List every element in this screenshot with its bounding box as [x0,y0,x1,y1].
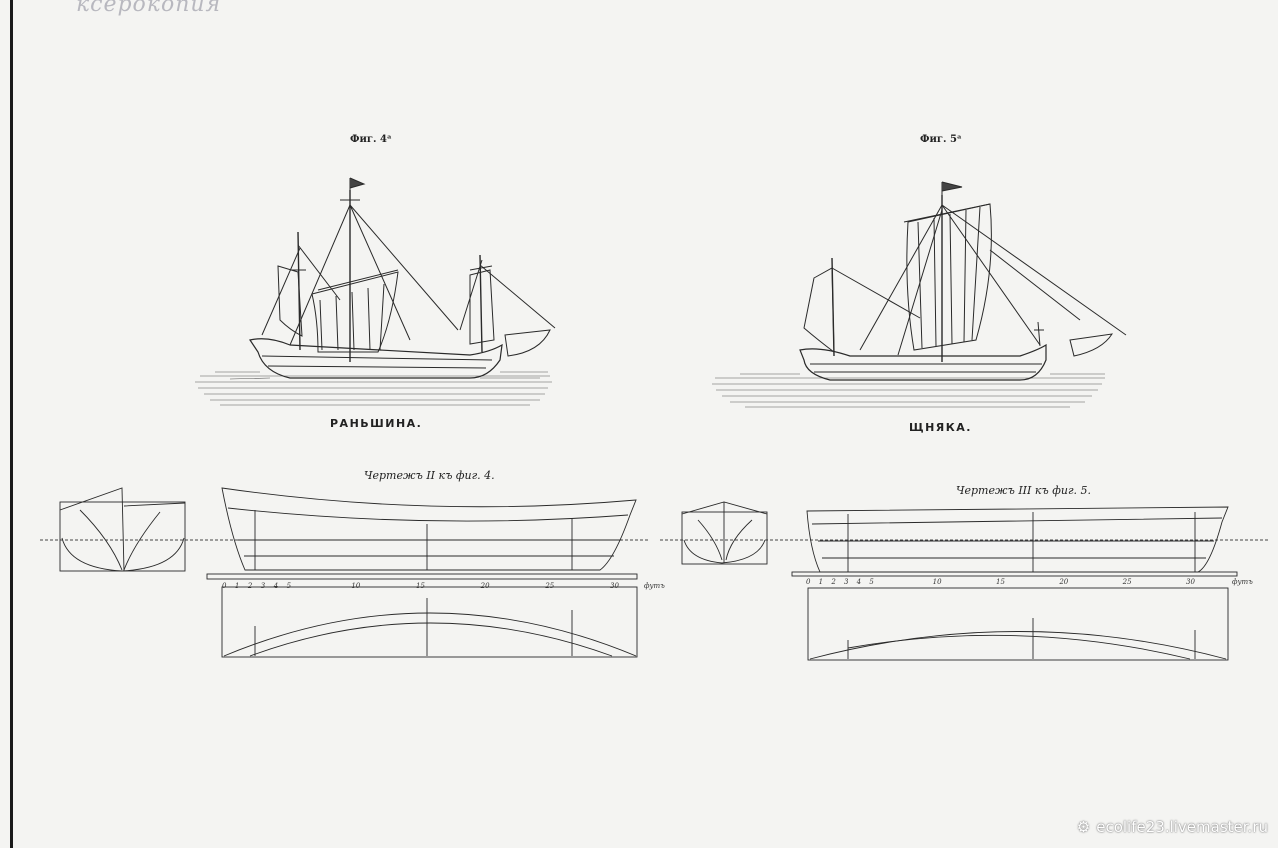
scale-left-unit: футъ [644,582,665,590]
profile-shnyaka [791,506,1238,577]
section-ranshina [59,487,186,572]
drawing-iii-right [660,501,1270,661]
scale-right-unit: футъ [1232,578,1253,586]
scale-left-tick-3: 3 [260,582,266,590]
scale-right-tick-15: 15 [996,578,1005,586]
gear-icon: ⚙ [1076,818,1091,836]
scale-left-tick-2: 2 [247,582,253,590]
scale-right-tick-1: 1 [818,578,824,586]
ship-ranshina-illustration [195,177,556,406]
scale-right-tick-0: 0 [806,578,811,586]
scale-right-tick-2: 2 [831,578,836,586]
scale-left-tick-1: 1 [234,582,240,590]
scale-right-tick-4: 4 [856,578,862,586]
handwritten-stamp: ксерокопия [76,0,222,17]
drawing-ii-left [40,487,650,658]
scale-left-tick-30: 30 [610,582,619,590]
ship-shnyaka-illustration [712,181,1127,408]
scale-right-tick-30: 30 [1186,578,1195,586]
watermark: ⚙ ecolife23.livemaster.ru [1077,818,1268,836]
section-shnyaka [681,501,768,565]
plan-shnyaka [807,587,1229,661]
scale-right-tick-20: 20 [1059,578,1069,586]
scale-right-tick-10: 10 [932,578,942,586]
watermark-text: ecolife23.livemaster.ru [1096,818,1268,836]
scale-left-tick-15: 15 [416,582,425,590]
scan-edge [10,0,13,848]
scale-left-tick-25: 25 [545,582,555,590]
fig-4-label: Фиг. 4ᵃ [350,134,392,145]
fig-5-label: Фиг. 5ᵃ [920,134,962,145]
scale-left-tick-10: 10 [351,582,361,590]
vessel-name-shnyaka: ЩНЯКА. [909,421,972,434]
vessel-name-ranshina: РАНЬШИНА. [330,417,423,430]
plan-ranshina [221,586,638,658]
scale-left-tick-5: 5 [286,582,292,590]
scale-right-tick-25: 25 [1122,578,1132,586]
scale-left-tick-20: 20 [480,582,490,590]
scale-right-tick-3: 3 [844,578,849,586]
drawing-caption-3: Чертежъ III къ фиг. 5. [956,484,1091,497]
scale-left-tick-4: 4 [273,582,279,590]
profile-ranshina [206,487,638,580]
scale-right-tick-5: 5 [869,578,874,586]
scale-left-tick-0: 0 [222,582,227,590]
drawing-caption-2: Чертежъ II къ фиг. 4. [364,469,495,482]
